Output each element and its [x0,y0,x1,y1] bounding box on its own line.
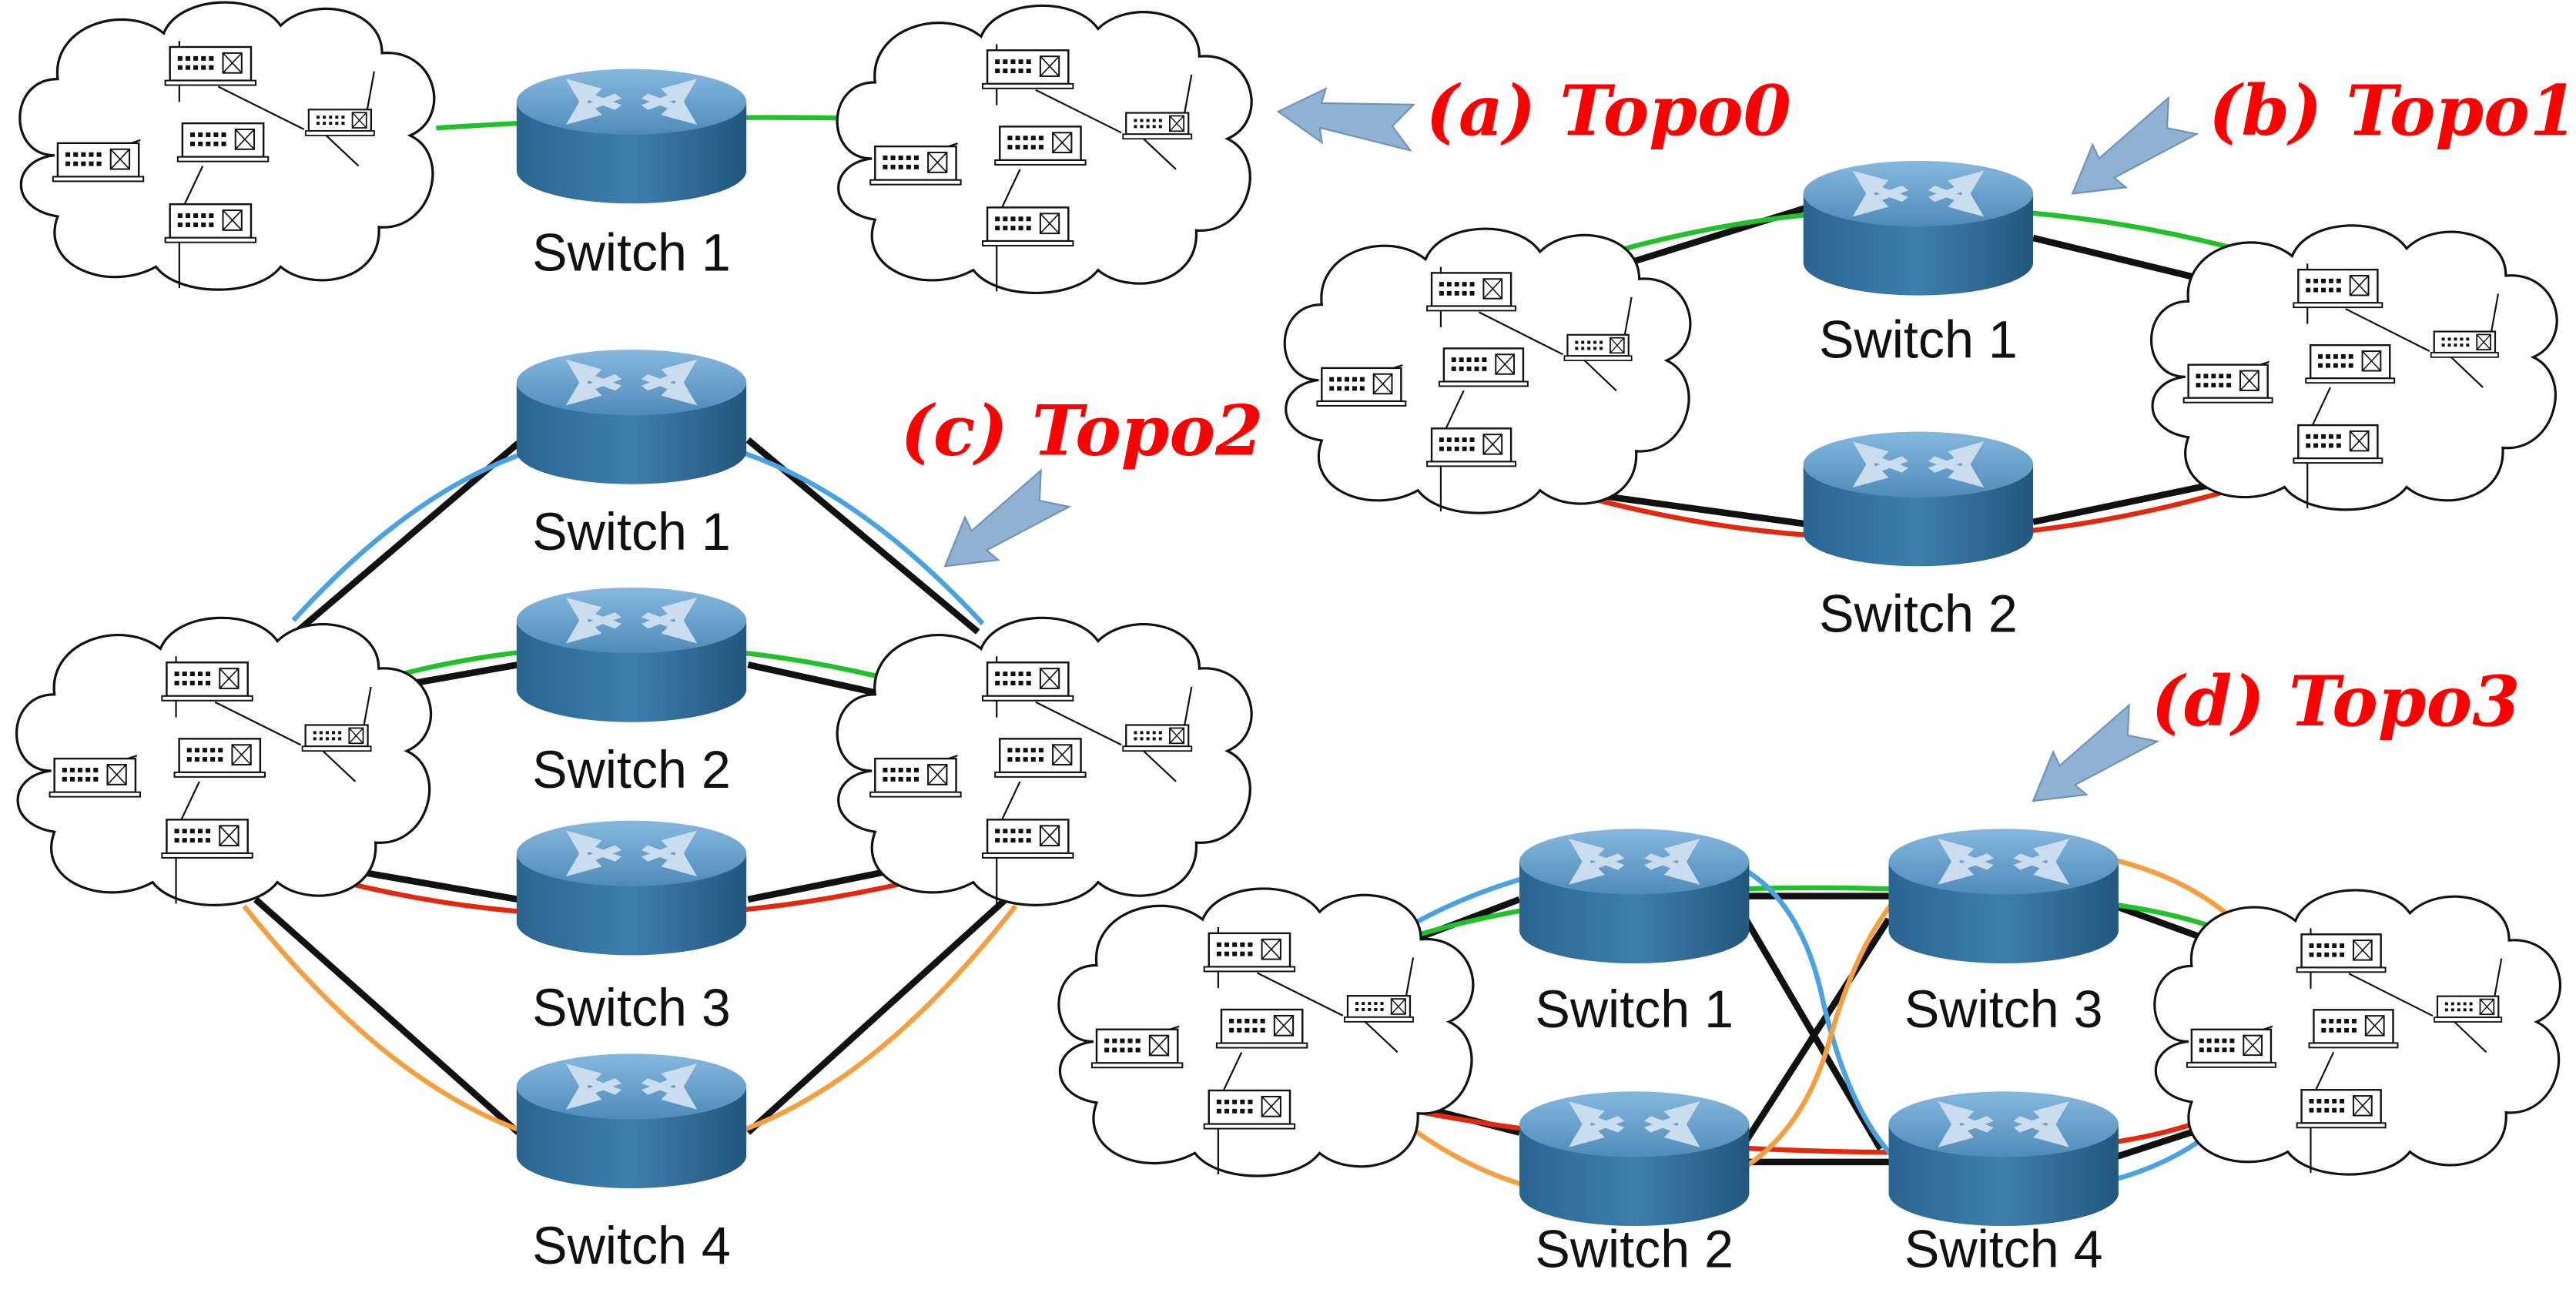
switch-label: Switch 3 [1904,980,2103,1039]
topology-c: Switch 1 Switch 2 Switch 3 Switch 4 (c) … [17,349,1264,1275]
pointer-arrow-icon [2055,89,2198,218]
cloud-left [17,618,431,905]
switch-label: Switch 2 [1819,585,2018,644]
cloud-right [2155,890,2561,1174]
switch-label: Switch 2 [532,741,731,799]
cloud-right [837,5,1251,293]
switch-label: Switch 1 [1819,311,2018,370]
topology-title: (c) Topo2 [901,390,1264,471]
router-icon [1888,1091,2119,1227]
cloud-left [1059,889,1473,1176]
pointer-arrow-icon [928,461,1070,591]
router-icon [1888,829,2119,964]
switch-label: Switch 1 [532,224,731,283]
switch-label: Switch 3 [532,979,731,1037]
switch-label: Switch 1 [1535,980,1734,1039]
topology-b: Switch 1 Switch 2 (b) Topo1 [1285,71,2576,644]
router-icon [516,820,747,956]
router-icon [516,587,747,722]
router-icon [1803,431,2034,567]
router-icon [516,349,747,484]
switch-label: Switch 2 [1535,1220,1734,1278]
cloud-right [837,618,1251,905]
cloud-right [2152,226,2558,510]
cloud-left [20,2,434,290]
router-icon [1519,1091,1750,1227]
router-icon [1803,160,2034,296]
cloud-left [1285,229,1690,513]
switch-label: Switch 4 [532,1217,731,1275]
topology-d: Switch 1 Switch 3 Switch 2 Switch 4 (d) … [1059,662,2561,1278]
topology-title: (b) Topo1 [2209,71,2576,152]
switch-label: Switch 1 [532,503,731,561]
pointer-arrow-icon [2016,696,2159,826]
topology-title: (d) Topo3 [2152,662,2521,742]
router-icon [516,1053,747,1189]
router-icon [1519,829,1750,964]
router-icon [516,69,747,204]
topology-title: (a) Topo0 [1426,71,1791,152]
pointer-arrow-icon [1275,84,1415,152]
switch-label: Switch 4 [1904,1220,2103,1278]
topology-a: Switch 1 (a) Topo0 [20,2,1791,293]
